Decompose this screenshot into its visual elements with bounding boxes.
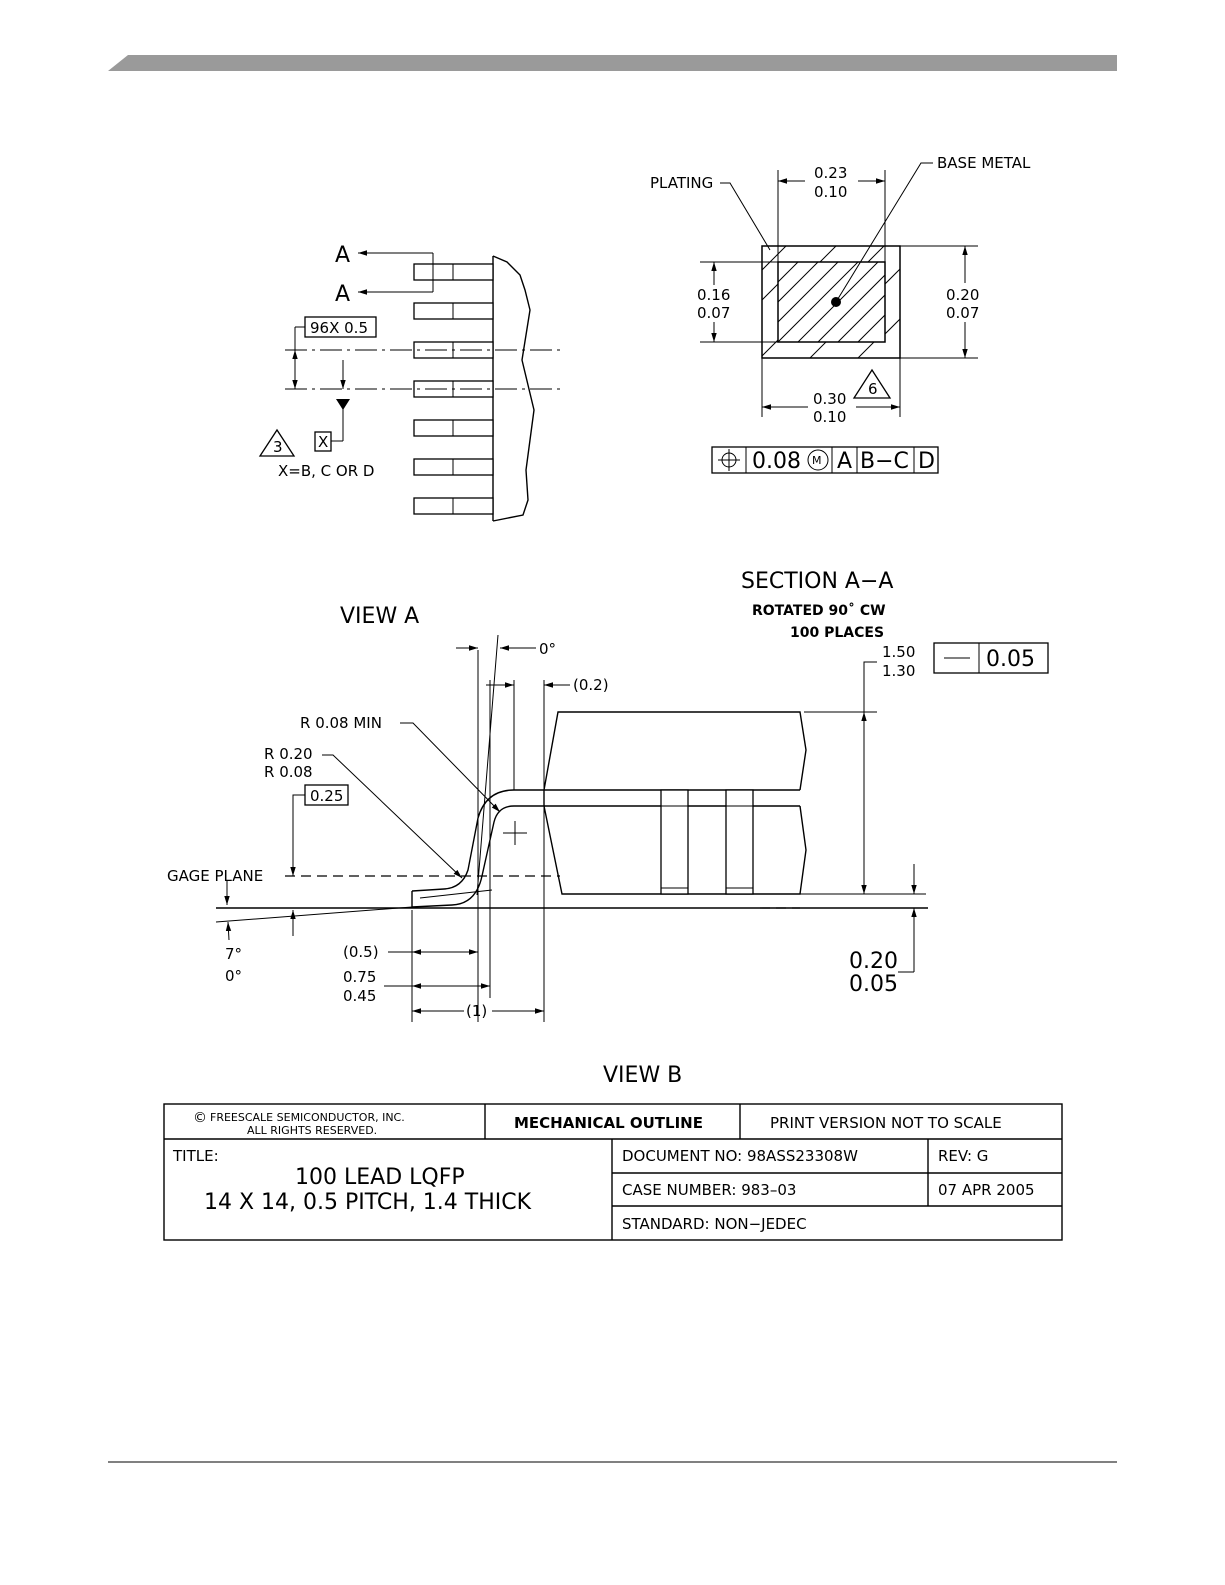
standard: STANDARD: NON−JEDEC [622, 1215, 807, 1233]
copyright-line-1: FREESCALE SEMICONDUCTOR, INC. [210, 1111, 405, 1124]
height-min-text: 1.30 [882, 662, 915, 680]
document-number: DOCUMENT NO: 98ASS23308W [622, 1147, 858, 1165]
fcf-modifier: M [812, 454, 822, 467]
height-max-text: 1.50 [882, 643, 915, 661]
plating-label: PLATING [650, 174, 713, 192]
standoff-max-text: 0.20 [849, 949, 898, 974]
note-3-number: 3 [273, 438, 283, 456]
header-bar [108, 55, 1117, 71]
fcf-tolerance: 0.08 [752, 449, 801, 474]
section-title: SECTION A−A [741, 569, 893, 594]
lead-angle-min: 0° [225, 967, 242, 985]
package-title-line-1: 100 LEAD LQFP [295, 1165, 465, 1190]
pitch-dimension-text: 96X 0.5 [310, 319, 368, 337]
lead-angle-max: 7° [225, 945, 242, 963]
view-a-label: VIEW A [340, 604, 419, 629]
lead-cross-section-view: PLATING BASE METAL 0.23 0.10 0.16 0.07 0… [650, 154, 1031, 474]
title-label: TITLE: [172, 1147, 219, 1165]
copyright-icon: © [193, 1110, 207, 1126]
standoff-min-text: 0.05 [849, 972, 898, 997]
revision-date: 07 APR 2005 [938, 1181, 1035, 1199]
r-min-text: R 0.08 MIN [300, 714, 382, 732]
view-b-label: VIEW B [603, 1063, 682, 1088]
datum-x-box [314, 431, 332, 452]
dim-02-text: (0.2) [573, 676, 609, 694]
section-mark-a-upper: A [335, 243, 350, 268]
right-height-max: 0.20 [946, 286, 979, 304]
bottom-width-min: 0.10 [813, 408, 846, 426]
bottom-width-max: 0.30 [813, 390, 846, 408]
lead-pitch-view: A A 96X 0.5 X 3 X=B, C OR D [258, 243, 560, 522]
section-places-note: 100 PLACES [790, 625, 884, 641]
left-height-max: 0.16 [697, 286, 730, 304]
mechanical-outline-heading: MECHANICAL OUTLINE [514, 1114, 703, 1132]
case-number: CASE NUMBER: 983–03 [622, 1181, 796, 1199]
base-metal-label: BASE METAL [937, 154, 1031, 172]
note-3-triangle [258, 428, 296, 457]
fcf-datum-d: D [918, 449, 935, 474]
gage-dim-text: 0.25 [310, 787, 343, 805]
note-3-text: X=B, C OR D [278, 462, 374, 480]
section-mark-a-lower: A [335, 282, 350, 307]
flatness-tolerance: 0.05 [986, 647, 1035, 672]
left-height-min: 0.07 [697, 304, 730, 322]
copyright-line-2: ALL RIGHTS RESERVED. [247, 1124, 377, 1137]
title-block: © FREESCALE SEMICONDUCTOR, INC. ALL RIGH… [163, 1103, 1063, 1241]
section-rotated-note: ROTATED 90˚ CW [752, 602, 886, 619]
foot-length-max: 0.75 [343, 968, 376, 986]
note-6-triangle [852, 368, 892, 399]
r-min2-text: R 0.08 [264, 763, 313, 781]
fcf-datum-a: A [837, 449, 852, 474]
right-height-min: 0.07 [946, 304, 979, 322]
feature-control-frame: 0.08 M A B−C D [711, 446, 939, 474]
revision: REV: G [938, 1147, 988, 1165]
package-title-line-2: 14 X 14, 0.5 PITCH, 1.4 THICK [204, 1190, 532, 1215]
dim-1-text: (1) [466, 1002, 487, 1020]
datum-x-text: X [318, 433, 328, 451]
r-max-text: R 0.20 [264, 745, 313, 763]
fcf-datum-bc: B−C [860, 449, 909, 474]
note-6-number: 6 [868, 380, 878, 398]
dim-05-text: (0.5) [343, 943, 379, 961]
foot-length-min: 0.45 [343, 987, 376, 1005]
top-angle-text: 0° [539, 640, 556, 658]
print-version-note: PRINT VERSION NOT TO SCALE [770, 1114, 1002, 1132]
top-width-min: 0.10 [814, 183, 847, 201]
lead-profile-view: 0° (0.2) R 0.08 MIN R 0.20 R 0.08 0.25 G… [167, 634, 1049, 1022]
gage-plane-label: GAGE PLANE [167, 867, 263, 885]
mmc-modifier-icon [807, 449, 829, 471]
top-width-max: 0.23 [814, 164, 847, 182]
